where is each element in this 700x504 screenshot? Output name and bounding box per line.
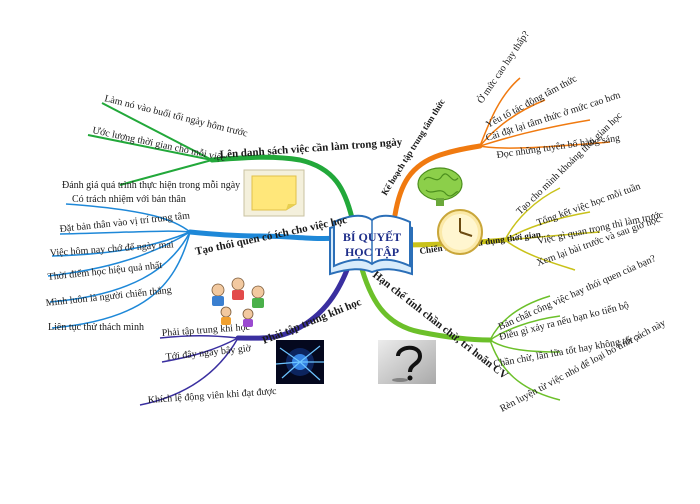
question-mark-icon — [378, 340, 436, 384]
center-node[interactable]: BÍ QUYẾT HỌC TẬP — [329, 214, 413, 276]
list-item: Ở mức cao hay thấp? — [475, 28, 533, 106]
list-item: Tới đây ngay bây giờ — [165, 343, 252, 363]
list-item: Việc hôm nay chớ để ngày mai — [49, 239, 174, 259]
students-icon — [211, 277, 265, 327]
list-item: Liên tục thử thách mình — [48, 322, 144, 333]
list-item: Thời điểm học hiệu quả nhất — [47, 260, 163, 283]
brain-icon — [417, 167, 463, 206]
branch-plan-connector — [392, 143, 483, 218]
branch-list-label[interactable]: Lên danh sách việc cần làm trong ngày — [219, 136, 403, 161]
branch-practice-connector — [235, 259, 353, 341]
clock-icon — [437, 209, 483, 255]
sticky-note-icon — [243, 169, 305, 217]
branch-habits-connector — [187, 229, 341, 242]
book-icon — [329, 214, 413, 276]
list-item: Khích lệ động viên khi đạt được — [147, 386, 277, 406]
list-item: Có trách nhiệm với bản thân — [72, 194, 186, 205]
list-item: Đánh giá quá trình thực hiện trong mỗi n… — [62, 180, 240, 191]
list-item: Mình luôn là người chiến thắng — [45, 285, 172, 309]
neuron-icon — [275, 340, 324, 384]
center-title-line2: HỌC TẬP — [345, 245, 399, 259]
branch-delay-connector — [357, 259, 493, 343]
list-item: Ước lượng thời gian cho mỗi việc — [91, 125, 227, 164]
branch-practice-label[interactable]: Phải tập trung khi học — [261, 296, 364, 347]
center-title-line1: BÍ QUYẾT — [343, 229, 401, 244]
branch-list-connector — [209, 154, 355, 221]
